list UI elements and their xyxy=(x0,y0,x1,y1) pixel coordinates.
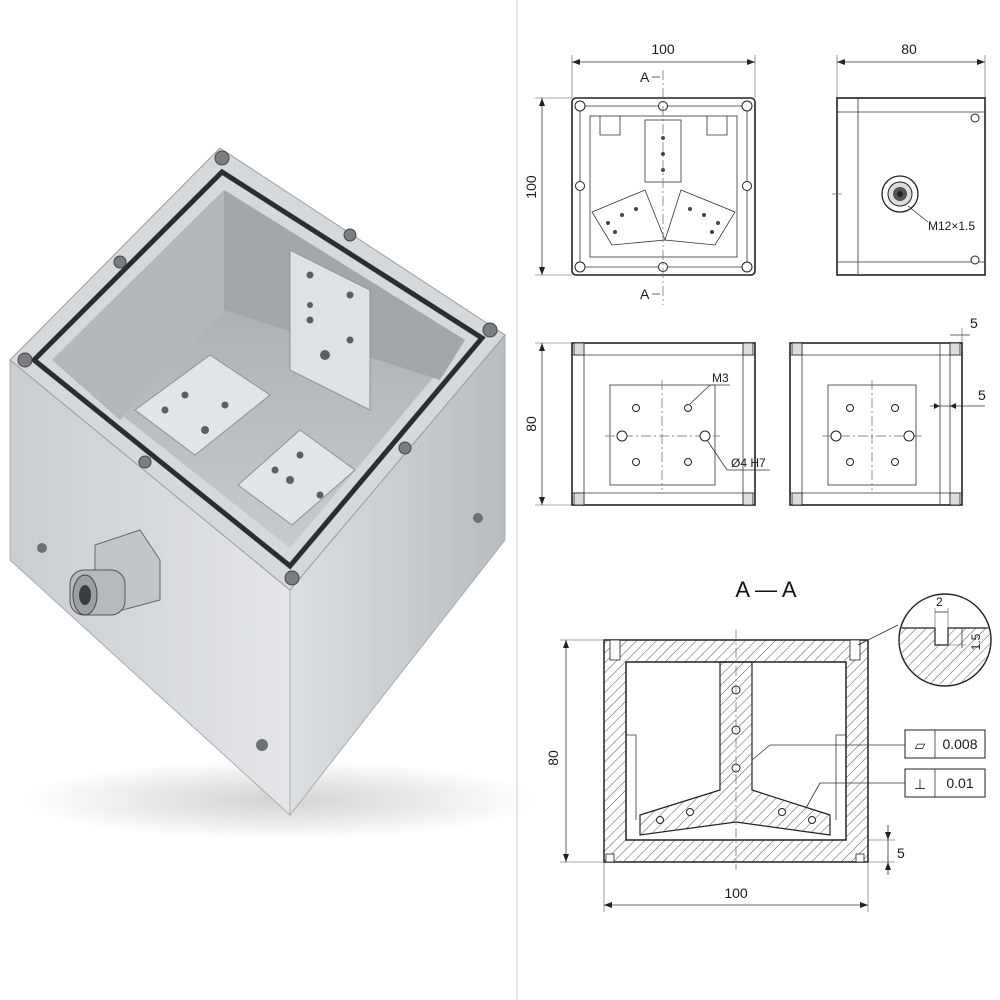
section-title: A — A xyxy=(735,577,796,602)
section-mark-bottom: A xyxy=(640,286,650,302)
m3-callout: M3 xyxy=(712,371,729,385)
top-view-width-dim: 100 xyxy=(651,41,675,57)
section-width-dim: 100 xyxy=(724,885,748,901)
top-view: 100 100 A A xyxy=(523,41,756,305)
flatness-tolerance-frame: ▱ 0.008 xyxy=(904,729,986,759)
section-mark-top: A xyxy=(640,69,650,85)
right-view-wall-top-dim: 5 xyxy=(970,315,978,331)
enclosure-photo xyxy=(9,147,540,840)
side-view: 80 M12×1.5 xyxy=(832,41,986,276)
section-height-dim: 80 xyxy=(545,750,561,766)
connector-fitting xyxy=(69,529,161,616)
detail-depth-dim: 1.5 xyxy=(969,633,983,650)
perpendicularity-symbol: ⊥ xyxy=(914,776,926,792)
front-view-height-dim: 80 xyxy=(523,416,539,432)
flatness-value: 0.008 xyxy=(942,736,977,752)
thread-label: M12×1.5 xyxy=(928,219,975,233)
right-view-wall-side-dim: 5 xyxy=(978,387,986,403)
section-view: A — A 80 100 xyxy=(545,577,992,912)
right-view: 5 5 xyxy=(789,315,986,506)
side-view-width-dim: 80 xyxy=(901,41,917,57)
front-view: 80 M3 Ø4 H7 xyxy=(523,342,770,506)
flatness-symbol: ▱ xyxy=(915,737,926,753)
perpendicularity-tolerance-frame: ⊥ 0.01 xyxy=(904,768,986,798)
pin-callout: Ø4 H7 xyxy=(731,456,766,470)
detail-width-dim: 2 xyxy=(936,595,943,609)
top-view-height-dim: 100 xyxy=(523,175,539,199)
floor-thickness-dim: 5 xyxy=(897,845,905,861)
detail-view-circle: 2 1.5 xyxy=(898,593,992,687)
perpendicularity-value: 0.01 xyxy=(946,775,973,791)
